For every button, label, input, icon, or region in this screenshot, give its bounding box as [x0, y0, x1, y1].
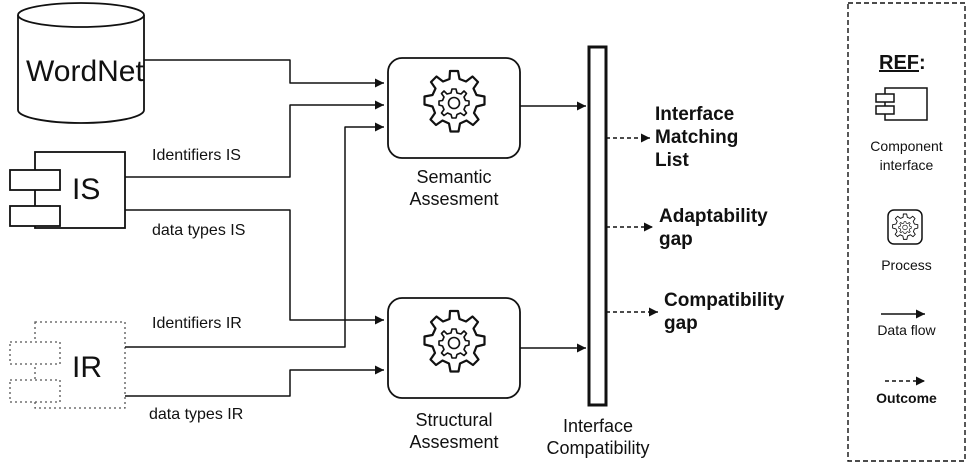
legend-outcome-label: Outcome: [876, 390, 937, 406]
data-types-ir-label: data types IR: [149, 406, 244, 423]
legend-process-label: Process: [881, 257, 932, 273]
identifiers-ir-arrow: [125, 122, 384, 348]
data-flow-arrows: [125, 59, 586, 397]
data-types-ir-arrow: [125, 365, 384, 397]
legend-data-flow-label: Data flow: [877, 322, 936, 338]
outcome-compatibility-gap: Compatibility gap: [664, 290, 785, 334]
identifiers-is-arrow: [125, 100, 384, 178]
structural-assesment-label: Structural Assesment: [409, 410, 499, 452]
ir-label: IR: [72, 351, 102, 384]
outcome-arrows: [606, 133, 658, 317]
interface-compatibility-bar: [587, 45, 608, 407]
semantic-process-box: [387, 57, 521, 159]
legend-process-icon: [887, 209, 923, 245]
is-label: IS: [72, 173, 101, 206]
outcome-adaptability-gap: Adaptability gap: [659, 206, 768, 250]
outcome-interface-matching-list: Interface Matching List: [655, 104, 739, 171]
legend-component-icon: [875, 87, 928, 121]
wordnet-database-icon: [17, 2, 145, 124]
wordnet-label: WordNet: [26, 55, 144, 88]
is-component-icon: [9, 151, 126, 229]
semantic-assesment-label: Semantic Assesment: [409, 167, 499, 209]
legend-title: REF:: [879, 52, 926, 74]
data-types-is-arrow: [125, 209, 384, 325]
structural-process-box: [387, 297, 521, 399]
ir-component-icon: [9, 321, 126, 409]
interface-compatibility-label: Interface Compatibility: [546, 416, 650, 458]
legend-frame: [847, 2, 966, 462]
wordnet-to-semantic-arrow: [144, 59, 384, 88]
identifiers-is-label: Identifiers IS: [152, 147, 241, 164]
legend-component-label: Component interface: [870, 138, 943, 173]
data-types-is-label: data types IS: [152, 222, 246, 239]
identifiers-ir-label: Identifiers IR: [152, 315, 242, 332]
